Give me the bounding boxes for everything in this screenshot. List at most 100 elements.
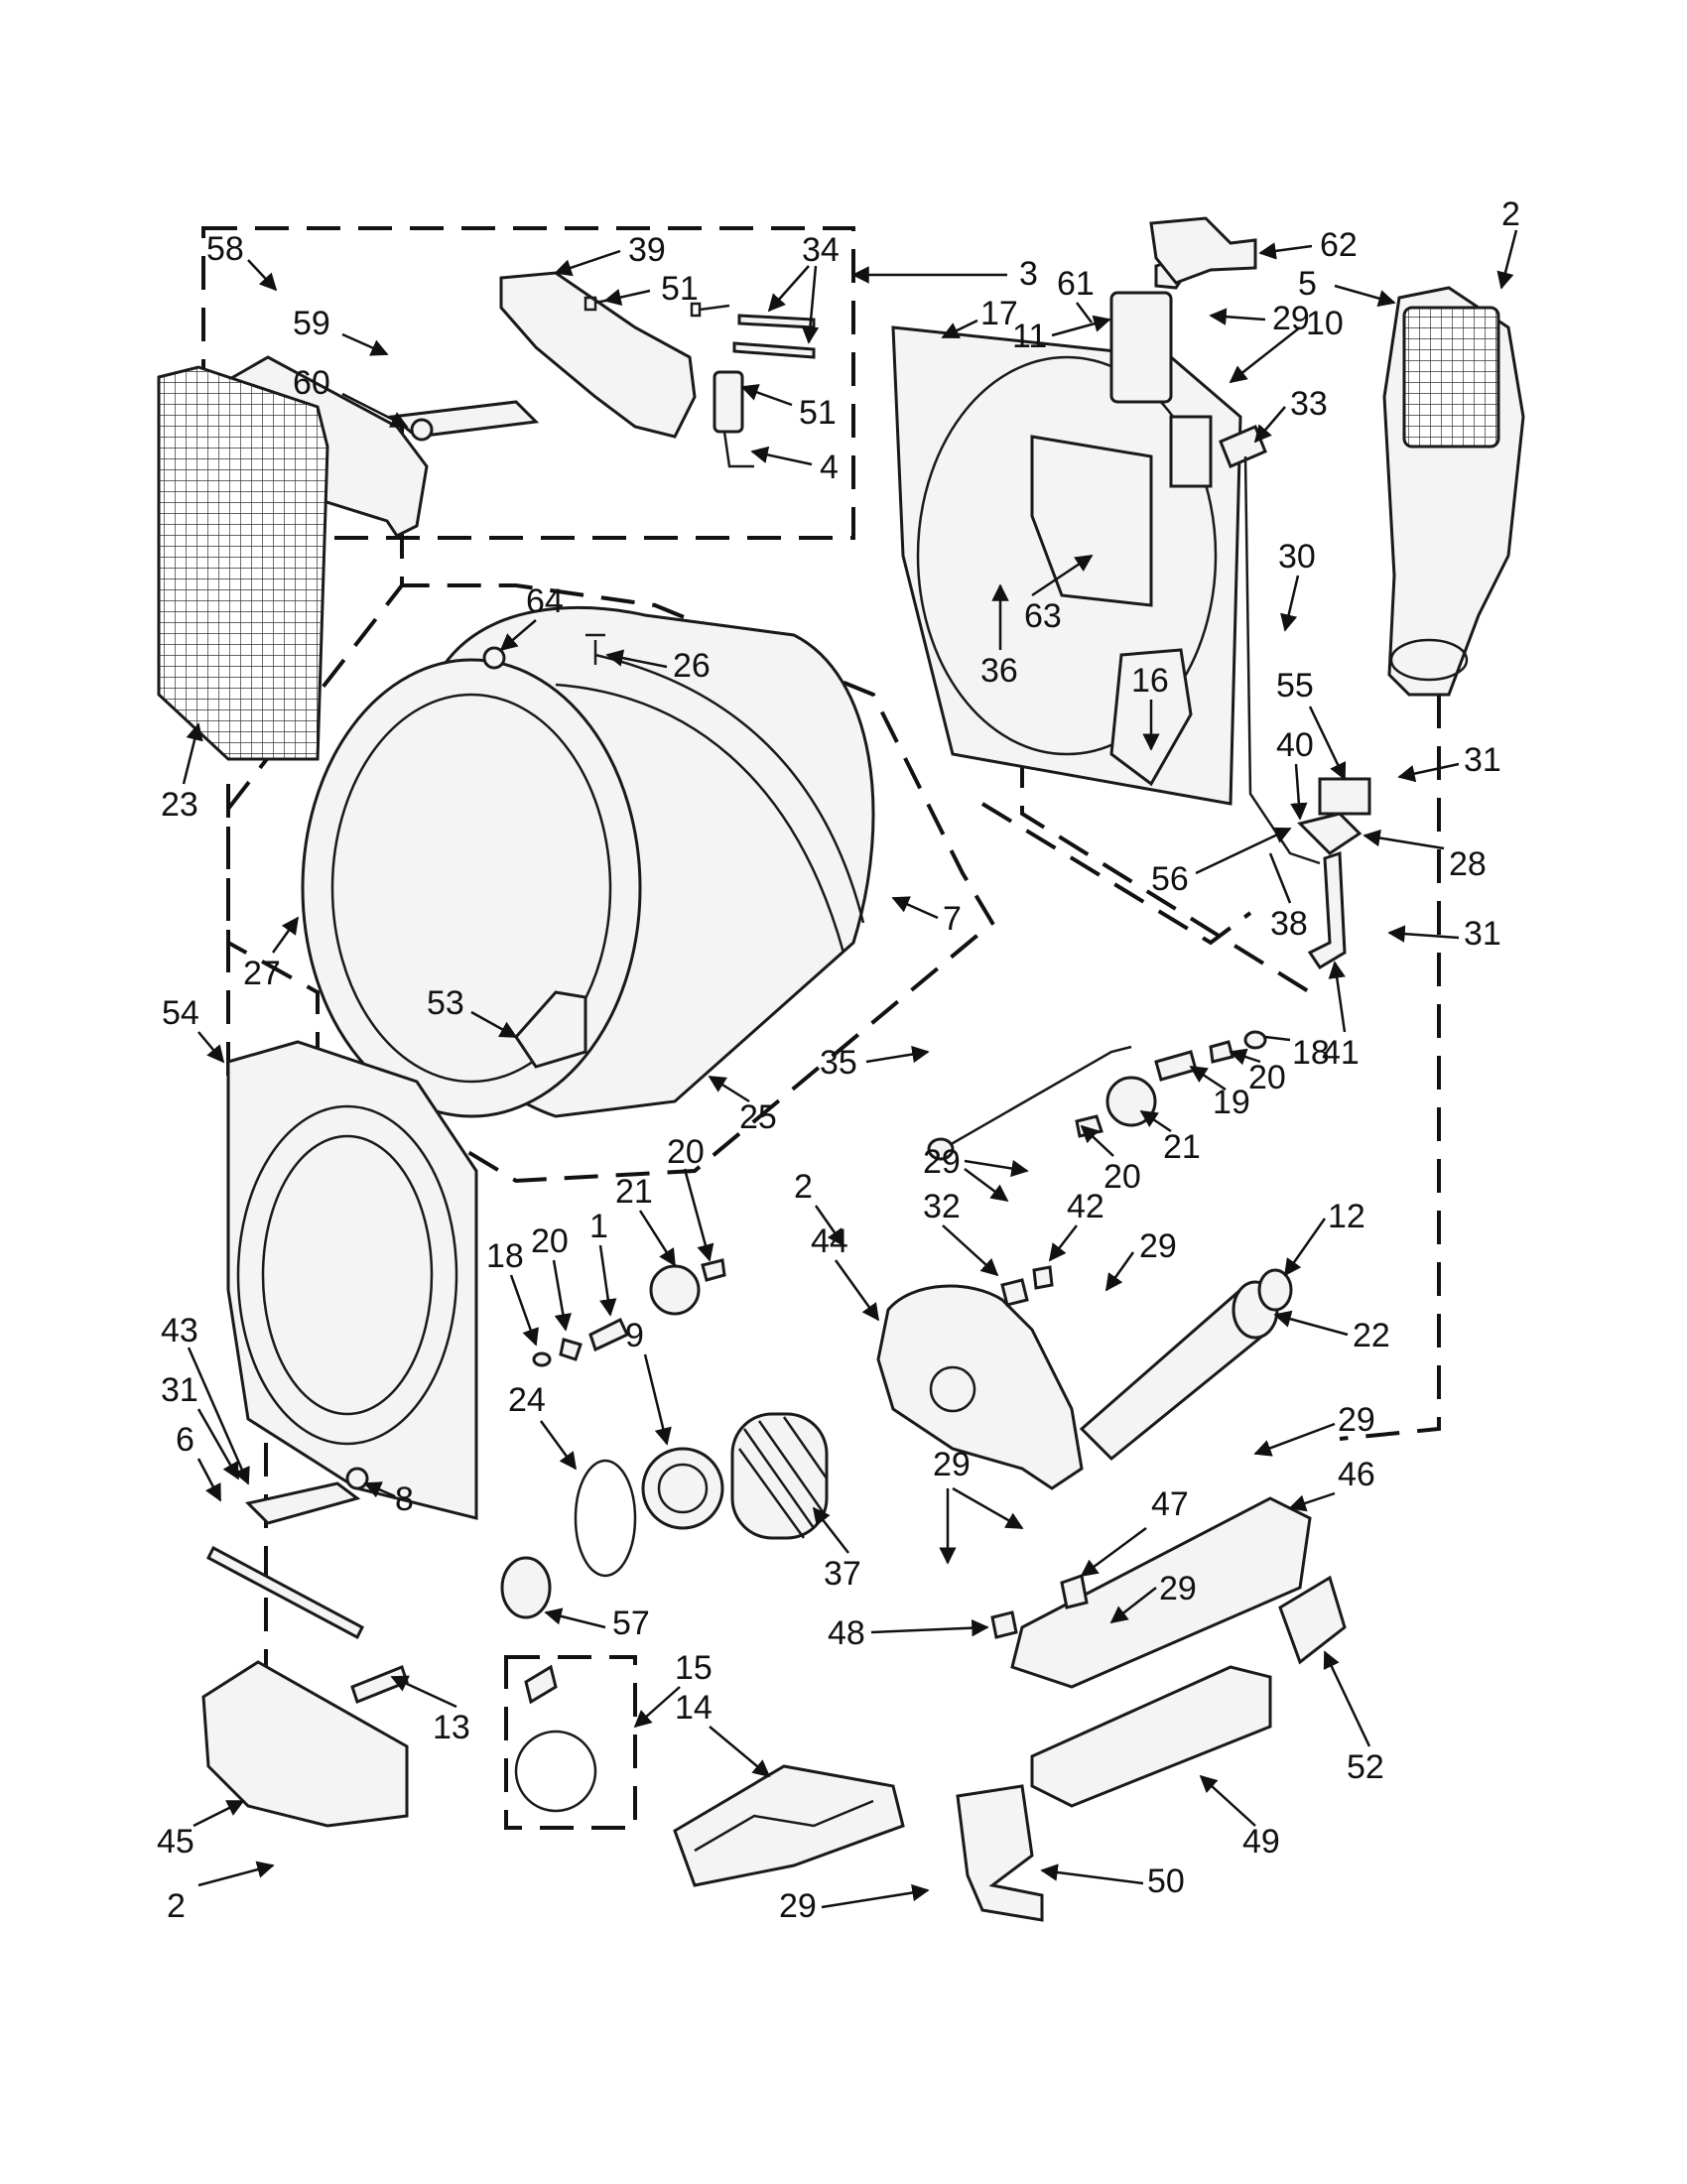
leader-arrows [182, 229, 1518, 1909]
callout-3: 3 [1019, 255, 1038, 293]
blower-housing-hub [929, 1365, 976, 1413]
callout-2b: 2 [794, 1168, 813, 1206]
lint-duct-outlet [1389, 638, 1469, 682]
leader-29e [1253, 1422, 1336, 1457]
leader-17 [941, 319, 978, 339]
wire-35 [947, 1045, 1132, 1148]
callout-44: 44 [811, 1222, 848, 1260]
clip-left [559, 1338, 583, 1361]
bracket-42 [1032, 1265, 1054, 1290]
shield-50 [956, 1784, 1044, 1922]
wire-harness-part [713, 370, 744, 434]
leader-29f [1109, 1587, 1157, 1624]
callout-30: 30 [1278, 538, 1316, 576]
front-bulkhead-part [226, 1040, 478, 1520]
callout-52: 52 [1347, 1748, 1384, 1786]
callout-24: 24 [508, 1381, 546, 1419]
leader-9 [643, 1353, 672, 1446]
heater-coil-line [694, 1799, 874, 1853]
leader-6 [196, 1458, 222, 1502]
callout-49: 49 [1242, 1823, 1280, 1861]
leader-45 [193, 1799, 245, 1828]
thermostat-32 [1000, 1278, 1029, 1307]
callout-15: 15 [675, 1649, 713, 1687]
callout-41: 41 [1322, 1034, 1360, 1072]
leader-15 [633, 1686, 681, 1729]
callout-20a: 20 [1248, 1059, 1286, 1096]
callout-21a: 21 [1163, 1128, 1201, 1166]
callout-18a: 18 [1292, 1034, 1330, 1072]
drum-baffle-part [514, 990, 587, 1069]
drum-rib-1 [555, 683, 845, 954]
leader-14 [709, 1726, 771, 1778]
leader-57 [544, 1607, 606, 1629]
callout-16: 16 [1131, 662, 1169, 700]
callout-42: 42 [1067, 1188, 1104, 1225]
callout-20d: 20 [531, 1222, 569, 1260]
leader-46 [1288, 1491, 1336, 1512]
leader-13 [390, 1675, 457, 1709]
leader-31a [1397, 762, 1460, 783]
blower-seal-part [641, 1447, 724, 1530]
seal-strip-a [737, 314, 816, 329]
leader-25 [708, 1075, 750, 1103]
leader-39 [554, 249, 621, 277]
callout-19: 19 [1213, 1084, 1250, 1121]
seal-strip-b [732, 341, 816, 359]
leader-19 [1189, 1065, 1227, 1092]
callout-57: 57 [612, 1605, 650, 1642]
leader-52 [1323, 1650, 1371, 1747]
callout-43: 43 [161, 1312, 198, 1349]
callout-26: 26 [673, 647, 711, 685]
drum-belt-24 [574, 1459, 637, 1578]
thermal-fuse-kit-box [504, 1655, 637, 1830]
leader-47 [1080, 1526, 1147, 1578]
leader-54 [197, 1031, 225, 1064]
front-bulkhead-opening [236, 1104, 458, 1446]
label-55 [1318, 777, 1371, 816]
callout-2c: 2 [167, 1887, 186, 1925]
callout-45: 45 [157, 1823, 195, 1861]
drum-assembly-outline [226, 422, 995, 1184]
callout-51b: 51 [799, 394, 837, 432]
leader-28 [1363, 829, 1445, 850]
leader-29d-a [952, 1486, 1024, 1530]
drum-front-ring [301, 658, 642, 1118]
sensor-bracket-part [1169, 415, 1213, 488]
lint-duct [1382, 286, 1525, 697]
valve-28 [1297, 812, 1363, 855]
callout-31a: 31 [1464, 741, 1501, 779]
leader-4 [750, 446, 813, 466]
exhaust-clamp-part [1257, 1268, 1293, 1312]
callout-64: 64 [526, 582, 564, 620]
thermistor-part [1219, 425, 1267, 468]
lint-screen-part [157, 365, 329, 761]
leader-64 [499, 619, 537, 652]
callout-38: 38 [1270, 905, 1308, 943]
mounting-bracket-part [1109, 291, 1173, 404]
washer-right [1243, 1030, 1267, 1050]
callout-39: 39 [628, 231, 666, 269]
roller-right [1105, 1076, 1157, 1127]
callout-54: 54 [162, 994, 199, 1032]
callout-21b: 21 [615, 1173, 653, 1211]
callout-18b: 18 [486, 1237, 524, 1275]
lower-duct-45 [201, 1660, 409, 1828]
leader-27 [271, 916, 300, 954]
leader-24 [539, 1420, 578, 1471]
leader-51b [740, 384, 793, 407]
callout-35: 35 [820, 1044, 857, 1082]
drum-front-opening [330, 693, 612, 1084]
leader-20d [552, 1259, 572, 1332]
callout-58: 58 [206, 230, 244, 268]
callout-29a: 29 [1272, 300, 1310, 337]
leader-29c [1104, 1251, 1135, 1292]
callout-59: 59 [293, 305, 330, 342]
leader-12 [1283, 1218, 1327, 1277]
thermostat-48 [990, 1610, 1018, 1639]
heater-duct-46 [1010, 1496, 1312, 1689]
clip-right-left [701, 1258, 726, 1282]
leader-20a [1229, 1048, 1261, 1066]
callout-11: 11 [1012, 318, 1047, 355]
roller-parts [532, 1030, 1267, 1367]
